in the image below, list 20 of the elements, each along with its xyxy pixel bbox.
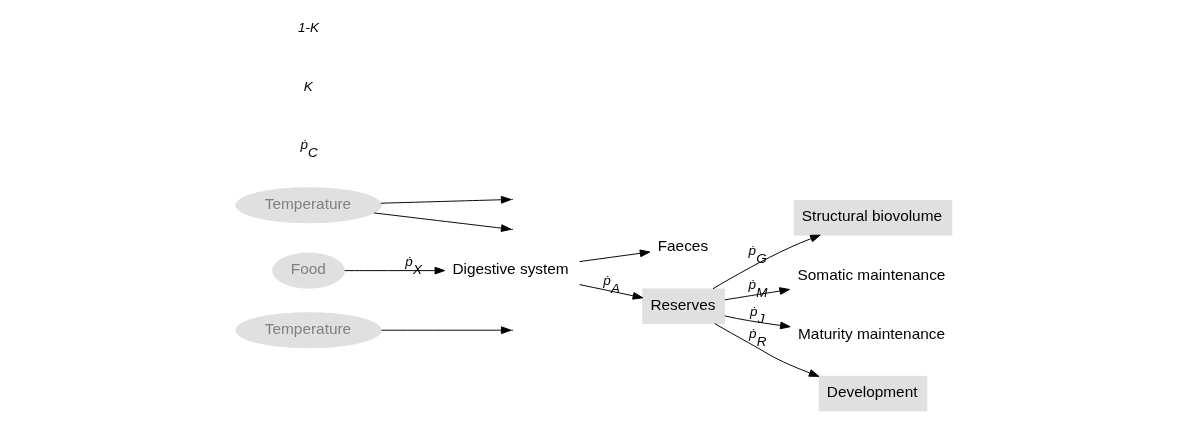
node-text: Digestive system — [452, 260, 569, 278]
arrow — [579, 284, 644, 300]
arrow — [579, 249, 651, 263]
node-text: Faeces — [657, 237, 709, 255]
node-text: Somatic maintenance — [797, 266, 946, 284]
node-ellipse: Temperature — [235, 312, 382, 349]
node-ellipse: Temperature — [235, 187, 382, 224]
arrow — [373, 212, 512, 232]
arrow — [712, 234, 821, 290]
arrow — [724, 315, 791, 330]
node-box: Development — [818, 375, 928, 412]
label: K — [303, 78, 313, 94]
node-box: Reserves — [642, 288, 725, 324]
node-text: Maturity maintenance — [798, 324, 946, 342]
node-ellipse: Food — [272, 252, 346, 289]
arrow — [344, 266, 446, 275]
arrow — [380, 326, 512, 335]
label: 1-K — [298, 19, 319, 35]
node-box: Structural biovolume — [793, 199, 953, 236]
arrow — [714, 323, 820, 377]
